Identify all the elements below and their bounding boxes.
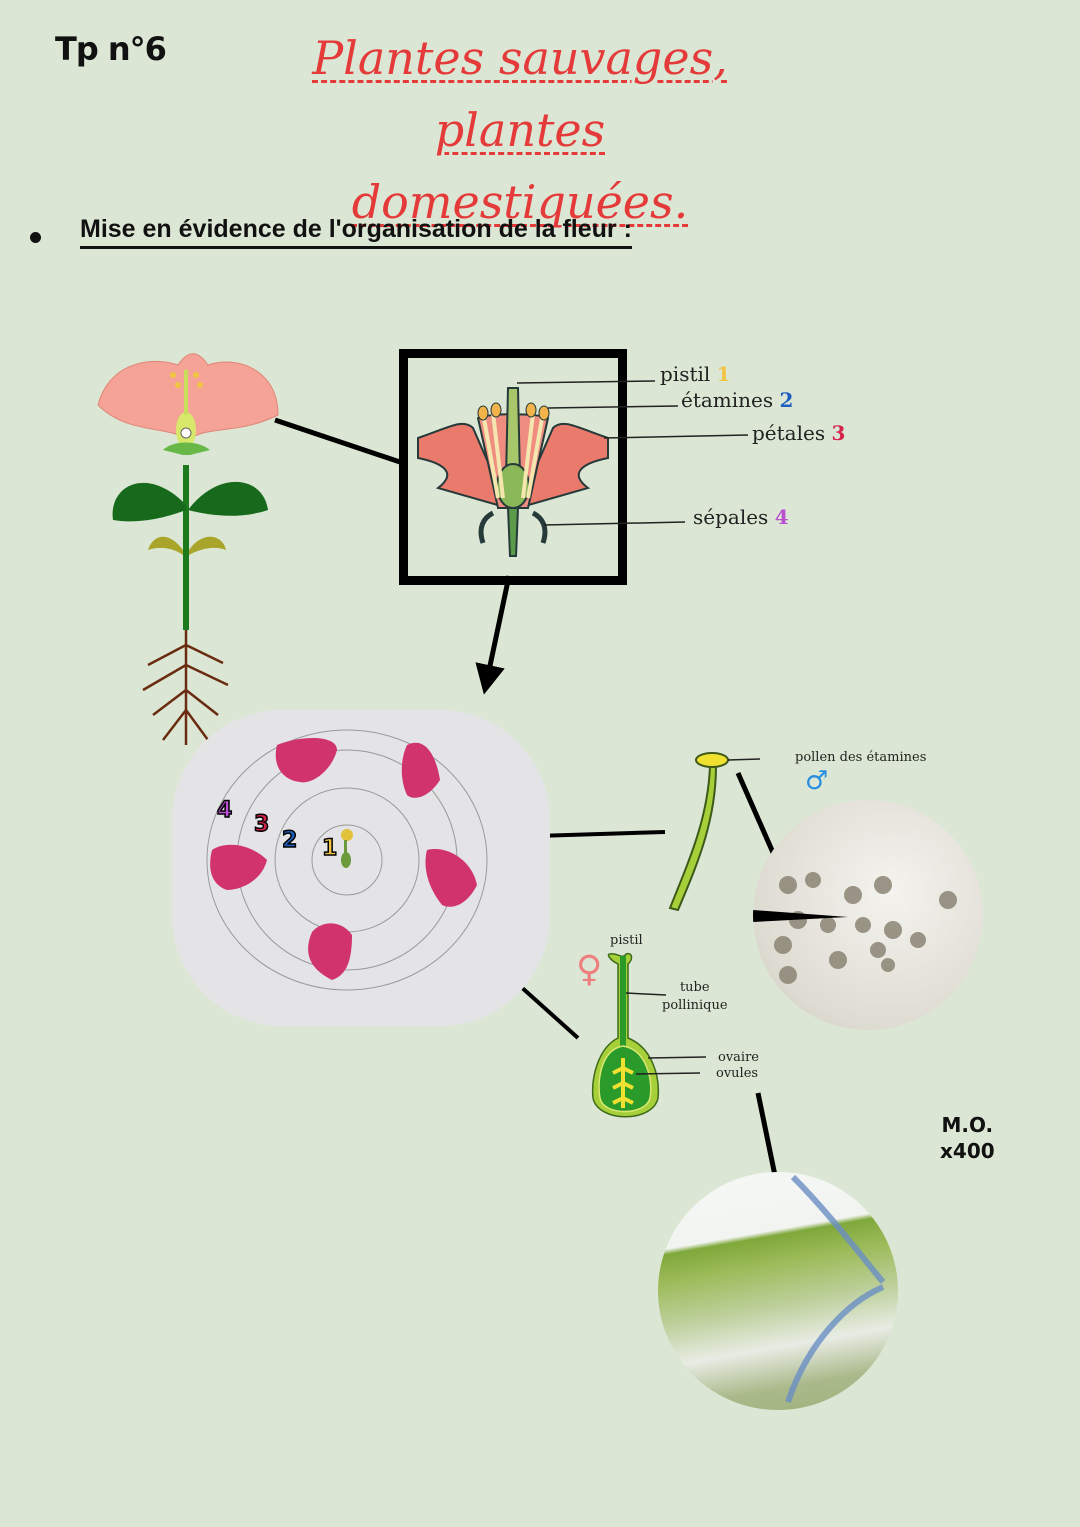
label-pistil: pistil 1 bbox=[660, 362, 731, 386]
ovule-microscope-image bbox=[658, 1172, 898, 1410]
ring-number-2: 2 bbox=[281, 827, 298, 854]
label-leader-lines bbox=[516, 380, 749, 526]
female-symbol-icon: ♀ bbox=[576, 949, 603, 990]
title-line-1: Plantes sauvages, plantes bbox=[312, 31, 728, 157]
label-pollen-etamines: pollen des étamines bbox=[795, 750, 927, 765]
tp-number: Tp n°6 bbox=[55, 30, 167, 68]
flower-cross-section-diagram bbox=[417, 387, 609, 557]
stamen-diagram bbox=[668, 752, 760, 912]
magnification-label: M.O. x400 bbox=[940, 1113, 995, 1163]
pollen-microscope-image bbox=[753, 800, 983, 1030]
label-ovules: ovules bbox=[716, 1066, 759, 1081]
label-etamines: étamines 2 bbox=[681, 388, 794, 412]
ovule-tissue-detail bbox=[785, 1174, 886, 1403]
ring-number-4: 4 bbox=[216, 797, 233, 824]
page-title: Plantes sauvages, plantes domestiquées. bbox=[280, 22, 760, 238]
title-line-2: domestiquées. bbox=[351, 175, 689, 229]
concentric-rings-with-petals bbox=[206, 729, 488, 991]
ring-number-1: 1 bbox=[321, 835, 338, 862]
whole-plant-illustration bbox=[97, 353, 279, 745]
label-petales: pétales 3 bbox=[752, 421, 846, 445]
ring-number-3: 3 bbox=[253, 811, 270, 838]
label-sepales: sépales 4 bbox=[693, 505, 789, 529]
label-pistil-title: pistil bbox=[610, 933, 643, 948]
male-symbol-icon: ♂ bbox=[805, 766, 829, 796]
section-heading: Mise en évidence de l'organisation de la… bbox=[80, 215, 632, 249]
bullet-point bbox=[30, 232, 41, 243]
label-ovaire: ovaire bbox=[718, 1050, 759, 1065]
pistil-diagram bbox=[591, 952, 707, 1118]
flower-dissection-photo: 4 3 2 1 bbox=[172, 710, 550, 1026]
flower-cross-section-box bbox=[399, 349, 627, 585]
pollen-grains bbox=[753, 872, 957, 984]
